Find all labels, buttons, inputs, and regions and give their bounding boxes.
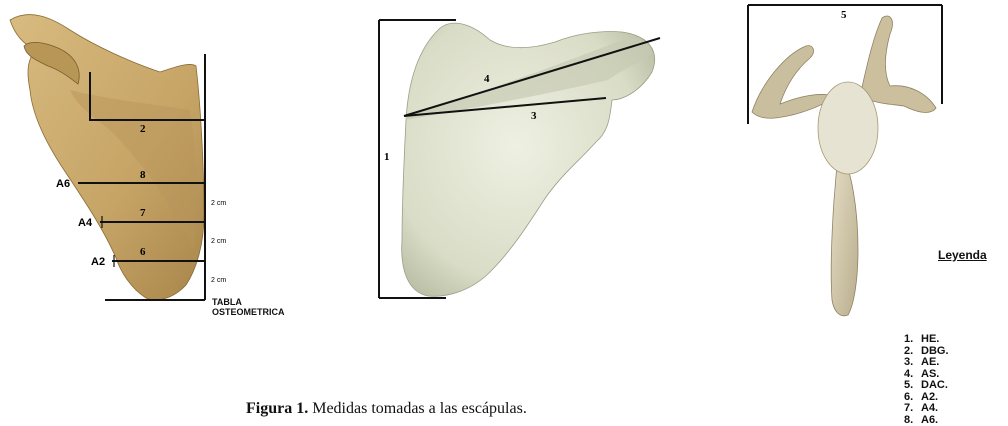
tabla-line-2: OSTEOMETRICA <box>212 308 285 318</box>
legend-item-number: 7. <box>904 403 921 415</box>
tabla-osteometrica-label: TABLA OSTEOMETRICA <box>212 298 285 317</box>
legend-item-abbr: AS. <box>921 368 939 380</box>
legend-item-abbr: DBG. <box>921 345 949 357</box>
figure-caption-label: Figura 1. <box>246 400 308 417</box>
level-label-a2: A2 <box>91 256 105 268</box>
measure-number-3: 3 <box>531 110 537 122</box>
legend-list: 1.HE. 2.DBG. 3.AE. 4.AS. 5.DAC. 6.A2. 7.… <box>904 334 949 426</box>
legend-item-abbr: AE. <box>921 356 939 368</box>
legend-item: 8.A6. <box>904 415 949 426</box>
legend-item-number: 1. <box>904 334 921 346</box>
measure-number-7: 7 <box>140 207 146 219</box>
measure-number-2: 2 <box>140 123 146 135</box>
legend-item-number: 3. <box>904 357 921 369</box>
level-label-a6: A6 <box>56 178 70 190</box>
right-scapula-glenoid <box>818 82 878 174</box>
measure-number-5: 5 <box>841 9 847 21</box>
measure-number-8: 8 <box>140 169 146 181</box>
legend-title: Leyenda <box>938 248 987 262</box>
legend-item-abbr: HE. <box>921 333 939 345</box>
figure-caption: Figura 1. Medidas tomadas a las escápula… <box>246 400 527 418</box>
level-label-a4: A4 <box>78 217 93 229</box>
right-scapula-blade <box>831 150 858 316</box>
right-scapula-acromion <box>860 16 936 112</box>
interval-label-2: 2 cm <box>211 238 226 245</box>
figure-caption-text: Medidas tomadas a las escápulas. <box>308 400 527 417</box>
legend-item-abbr: A2. <box>921 391 938 403</box>
right-scapula-figure: 5 <box>740 0 950 330</box>
measure-number-6: 6 <box>140 246 146 258</box>
measure-number-4: 4 <box>484 73 490 85</box>
center-scapula-figure: 1 4 3 <box>360 0 680 310</box>
interval-label-1: 2 cm <box>211 200 226 207</box>
legend-item-abbr: DAC. <box>921 379 948 391</box>
left-scapula-figure: 2 8 7 6 A6 A4 A2 2 cm 2 cm 2 cm <box>0 0 310 330</box>
legend-item-abbr: A4. <box>921 402 938 414</box>
interval-label-3: 2 cm <box>211 277 226 284</box>
legend-item-number: 8. <box>904 415 921 426</box>
measure-number-1: 1 <box>384 151 390 163</box>
legend-item-abbr: A6. <box>921 414 938 426</box>
legend-item-number: 5. <box>904 380 921 392</box>
